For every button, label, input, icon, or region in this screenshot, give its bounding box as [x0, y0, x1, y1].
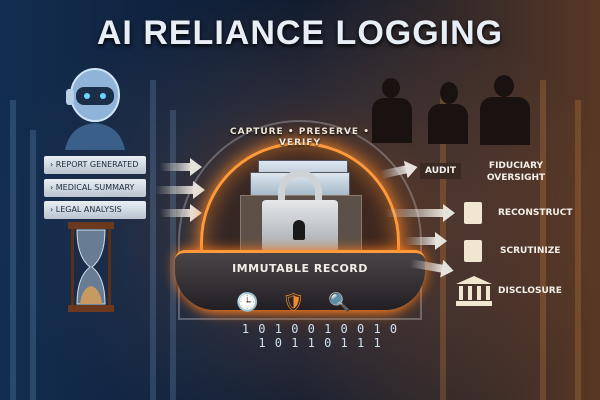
binary-stream: 1 0 1 0 0 1 0 0 1 0 1 0 1 1 0 1 1 1	[241, 322, 399, 350]
shield-icon: 🛡	[282, 292, 305, 313]
magnifier-icon: 🔍	[328, 292, 351, 313]
immutable-record-label: IMMUTABLE RECORD	[232, 262, 368, 275]
audit-label: AUDIT	[420, 163, 461, 179]
courthouse-icon	[456, 276, 492, 306]
arrow-out-reconstruct	[385, 204, 455, 222]
scrutinize-label: SCRUTINIZE	[500, 246, 561, 256]
record-platform	[175, 250, 425, 310]
document-check-icon	[464, 202, 482, 224]
chevron-right-icon: ›	[50, 205, 56, 214]
fiduciary-oversight-label: FIDUCIARY OVERSIGHT	[486, 161, 546, 183]
chevron-right-icon: ›	[50, 160, 56, 169]
padlock-shackle	[278, 170, 322, 210]
document-magnifier-icon	[464, 240, 482, 262]
disclosure-label: DISCLOSURE	[498, 286, 562, 296]
input-legal-analysis: › LEGAL ANALYSIS	[44, 201, 146, 219]
arrow-out-scrutinize	[405, 232, 447, 250]
clock-icon: 🕒	[236, 292, 259, 313]
motto: CAPTURE • PRESERVE • VERIFY	[230, 127, 370, 148]
robot-icon	[65, 68, 125, 150]
input-medical-summary: › MEDICAL SUMMARY	[44, 179, 146, 197]
hourglass-icon	[68, 222, 114, 312]
input-report-generated: › REPORT GENERATED	[44, 156, 146, 174]
keyhole-icon	[293, 220, 305, 240]
page-title: AI RELIANCE LOGGING	[96, 14, 504, 52]
arrow-in-1	[160, 158, 202, 176]
reconstruct-label: RECONSTRUCT	[498, 208, 573, 218]
chevron-right-icon: ›	[50, 183, 56, 192]
